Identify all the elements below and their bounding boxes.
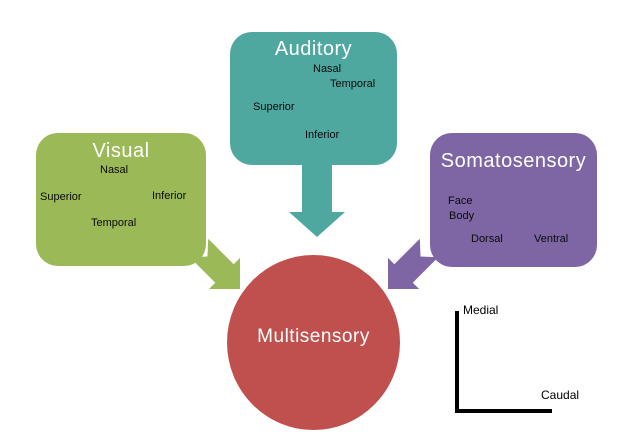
visual-label-inferior: Inferior [152, 190, 187, 202]
visual-label-superior: Superior [40, 191, 82, 203]
somatosensory-label-body: Body [449, 210, 475, 222]
multisensory-title: Multisensory [257, 325, 370, 347]
visual-label-nasal: Nasal [100, 164, 129, 176]
axis-vertical-line [455, 311, 459, 413]
node-auditory: Auditory Nasal Temporal Superior Inferio… [230, 32, 397, 165]
somatosensory-title: Somatosensory [440, 150, 587, 172]
auditory-label-superior: Superior [253, 101, 295, 113]
node-multisensory: Multisensory [227, 255, 400, 430]
node-somatosensory: Somatosensory Face Body Dorsal Ventral [430, 133, 597, 267]
auditory-label-inferior: Inferior [305, 129, 340, 141]
visual-title: Visual [92, 140, 150, 162]
node-visual: Visual Nasal Superior Inferior Temporal [36, 133, 206, 266]
somatosensory-label-dorsal: Dorsal [471, 233, 503, 245]
auditory-label-temporal: Temporal [330, 78, 376, 90]
axis-horizontal-line [455, 409, 552, 413]
auditory-to-multisensory-arrow-icon [289, 165, 345, 237]
visual-label-temporal: Temporal [91, 217, 137, 229]
somatosensory-label-ventral: Ventral [534, 233, 569, 245]
axis-label-caudal: Caudal [541, 388, 580, 402]
somatosensory-label-face: Face [448, 195, 473, 207]
auditory-title: Auditory [274, 38, 353, 60]
auditory-label-nasal: Nasal [313, 63, 342, 75]
axis-label-medial: Medial [463, 303, 499, 317]
